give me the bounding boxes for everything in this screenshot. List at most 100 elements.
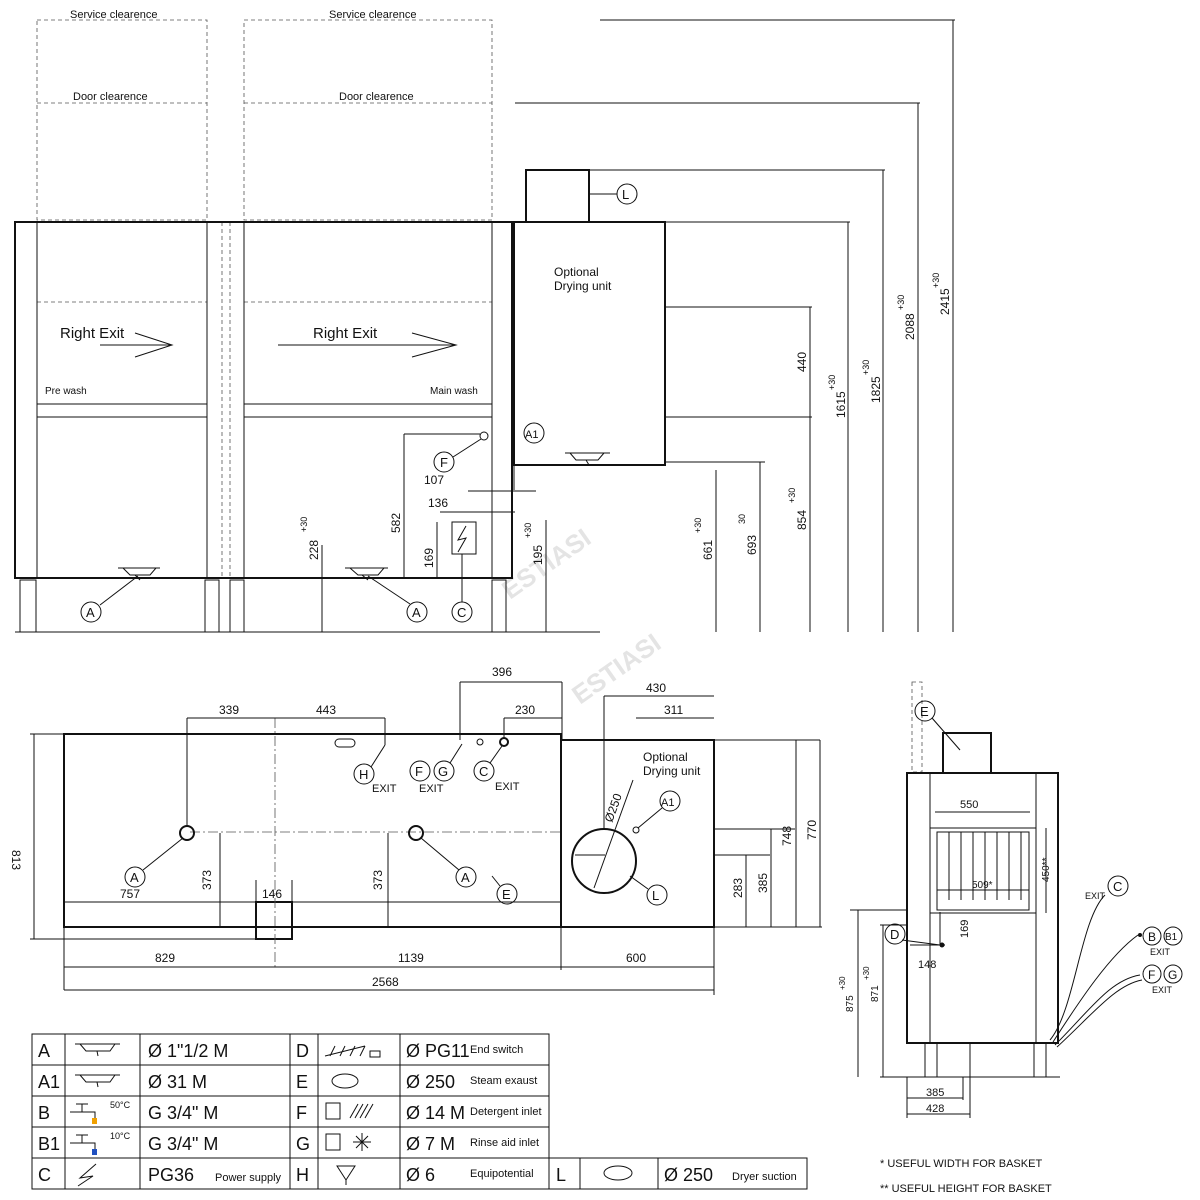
legend-desc: End switch	[470, 1044, 523, 1056]
label-a: A	[412, 605, 421, 620]
dimension-829: 829	[155, 951, 175, 965]
dimension-875-tolerance: +30	[838, 976, 847, 990]
legend-code: F	[296, 1103, 307, 1123]
legend-desc: Power supply	[215, 1172, 282, 1184]
exit-label: EXIT	[372, 783, 397, 795]
main-wash-label: Main wash	[430, 386, 478, 397]
label-c: C	[479, 764, 488, 779]
dimension-450: 450**	[1041, 857, 1052, 882]
dimension-148: 148	[918, 959, 936, 971]
side-view: E D C EXIT B B1 EXIT F G EXIT 550 509* 4…	[838, 681, 1183, 1118]
dimension-550: 550	[960, 799, 978, 811]
label-c: C	[457, 605, 466, 620]
drain-icon	[75, 1074, 120, 1088]
water-tap-icon	[70, 1103, 96, 1120]
label-b: B	[1148, 930, 1156, 944]
label-h: H	[359, 767, 368, 782]
legend-code: H	[296, 1165, 309, 1185]
dimension-871: 871	[870, 985, 881, 1002]
dimension-693-tolerance: 30	[737, 514, 747, 524]
legend-code: E	[296, 1072, 308, 1092]
legend-size: G 3/4" M	[148, 1134, 218, 1154]
label-c: C	[1113, 879, 1122, 894]
label-f: F	[1148, 968, 1155, 982]
label-a: A	[130, 870, 139, 885]
dimension-661-tolerance: +30	[693, 518, 703, 533]
dimension-311: 311	[664, 703, 683, 717]
dimension-875: 875	[845, 995, 856, 1012]
label-g: G	[1168, 968, 1177, 982]
note-useful-width: * USEFUL WIDTH FOR BASKET	[880, 1158, 1042, 1170]
exit-label: EXIT	[495, 781, 520, 793]
top-view: Optional Drying unit	[9, 665, 822, 995]
legend-code: B1	[38, 1134, 60, 1154]
legend-size-l: Ø 250	[664, 1165, 713, 1185]
label-a1: A1	[661, 797, 674, 809]
drying-unit-label: Optional	[554, 265, 599, 279]
dimension-693: 693	[745, 535, 759, 555]
steam-icon	[331, 1073, 359, 1089]
legend-code: B	[38, 1103, 50, 1123]
dimension-230: 230	[515, 703, 535, 717]
legend-size: Ø PG11	[406, 1041, 470, 1061]
door-clearance-label: Door clearence	[73, 91, 148, 103]
drying-unit-label: Optional	[643, 750, 688, 764]
front-view: Service clearence Service clearence Door…	[14, 9, 955, 633]
legend-desc: Detergent inlet	[470, 1106, 542, 1118]
legend-size: Ø 250	[406, 1072, 455, 1092]
service-clearance-label: Service clearence	[329, 9, 416, 21]
note-useful-height: ** USEFUL HEIGHT FOR BASKET	[880, 1183, 1052, 1195]
label-f: F	[440, 455, 448, 470]
legend-code: A	[38, 1041, 50, 1061]
dimension-1615-tolerance: +30	[827, 375, 837, 390]
dimension-854: 854	[795, 510, 809, 530]
exit-label: EXIT	[1085, 891, 1106, 901]
legend-size: Ø 7 M	[406, 1134, 455, 1154]
legend-size: Ø 14 M	[406, 1103, 465, 1123]
water-tap-icon	[70, 1134, 96, 1151]
dimension-509: 509*	[972, 880, 993, 891]
dimension-385: 385	[756, 873, 770, 893]
label-f: F	[415, 764, 423, 779]
legend-code: D	[296, 1041, 309, 1061]
legend-desc: Steam exaust	[470, 1075, 537, 1087]
rinse-aid-icon	[325, 1133, 341, 1151]
dimension-1825: 1825	[869, 376, 883, 403]
dimension-871-tolerance: +30	[862, 966, 871, 980]
label-l: L	[652, 888, 659, 903]
dimension-107: 107	[424, 473, 444, 487]
legend-size: Ø 6	[406, 1165, 435, 1185]
dimension-228-tolerance: +30	[299, 517, 309, 532]
dimension-283: 283	[731, 878, 745, 898]
dimension-169: 169	[422, 548, 436, 568]
dimension-385: 385	[926, 1087, 944, 1099]
door-clearance-label: Door clearence	[339, 91, 414, 103]
dimension-2088-tolerance: +30	[896, 295, 906, 310]
pre-wash-label: Pre wash	[45, 386, 87, 397]
dimension-430: 430	[646, 681, 666, 695]
dimension-661: 661	[701, 540, 715, 560]
label-l: L	[622, 187, 629, 202]
legend-code: C	[38, 1165, 51, 1185]
dimension-339: 339	[219, 703, 239, 717]
legend-code: A1	[38, 1072, 60, 1092]
power-icon	[77, 1163, 97, 1187]
label-a: A	[461, 870, 470, 885]
dimension-443: 443	[316, 703, 336, 717]
dimension-582: 582	[389, 513, 403, 533]
exit-label: EXIT	[1150, 947, 1171, 957]
dimension-373: 373	[200, 870, 214, 890]
drying-unit-label: Drying unit	[643, 764, 701, 778]
label-a1: A1	[525, 429, 538, 441]
dimension-1615: 1615	[834, 391, 848, 418]
basket-racks	[948, 832, 1022, 900]
dimension-428: 428	[926, 1103, 944, 1115]
dimension-813: 813	[9, 850, 23, 870]
watermark: ESTIASI	[566, 627, 666, 710]
dimension-2568: 2568	[372, 975, 399, 989]
right-exit-label: Right Exit	[60, 325, 125, 342]
detergent-icon	[325, 1102, 341, 1120]
drying-unit-label: Drying unit	[554, 279, 612, 293]
dimension-2415-tolerance: +30	[931, 273, 941, 288]
